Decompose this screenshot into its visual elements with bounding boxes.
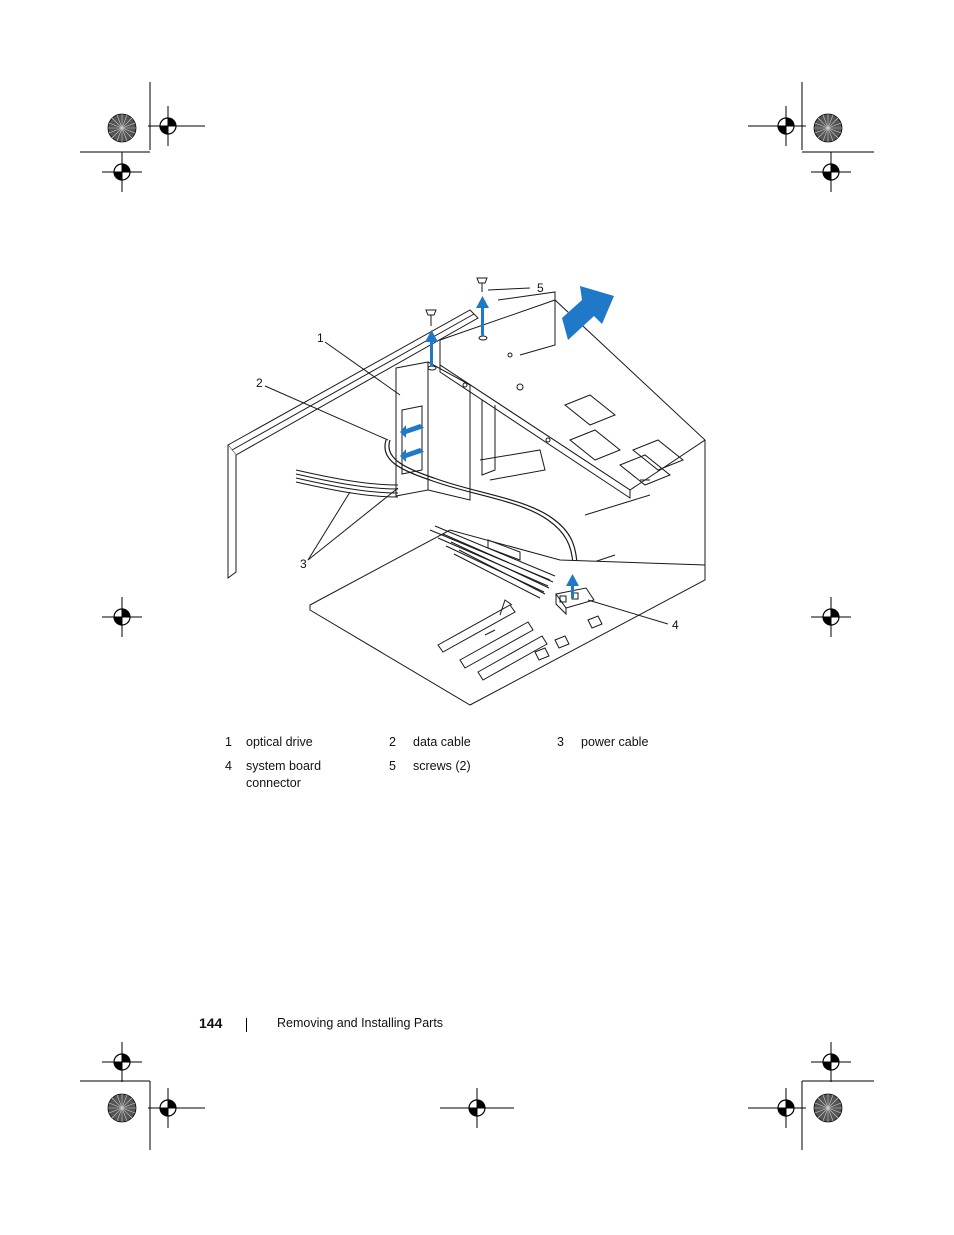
legend-num-2: 2 [389,735,396,749]
legend-num-1: 1 [225,735,232,749]
legend-label-2: data cable [413,735,471,749]
callout-5: 5 [537,281,544,295]
legend-label-5: screws (2) [413,759,471,773]
callout-2: 2 [256,376,263,390]
callout-1: 1 [317,331,324,345]
footer-separator [246,1018,247,1032]
legend-label-4: system board [246,759,322,773]
legend-label-3: power cable [581,735,649,749]
section-title: Removing and Installing Parts [277,1016,444,1030]
callout-3: 3 [300,557,307,571]
direction-arrows [400,286,614,598]
legend-num-4: 4 [225,759,232,773]
legend-num-5: 5 [389,759,396,773]
page-number: 144 [199,1015,223,1031]
legend-num-3: 3 [557,735,564,749]
legend-label-1: optical drive [246,735,313,749]
legend-label-4-line2: connector [246,776,301,790]
callout-4: 4 [672,618,679,632]
